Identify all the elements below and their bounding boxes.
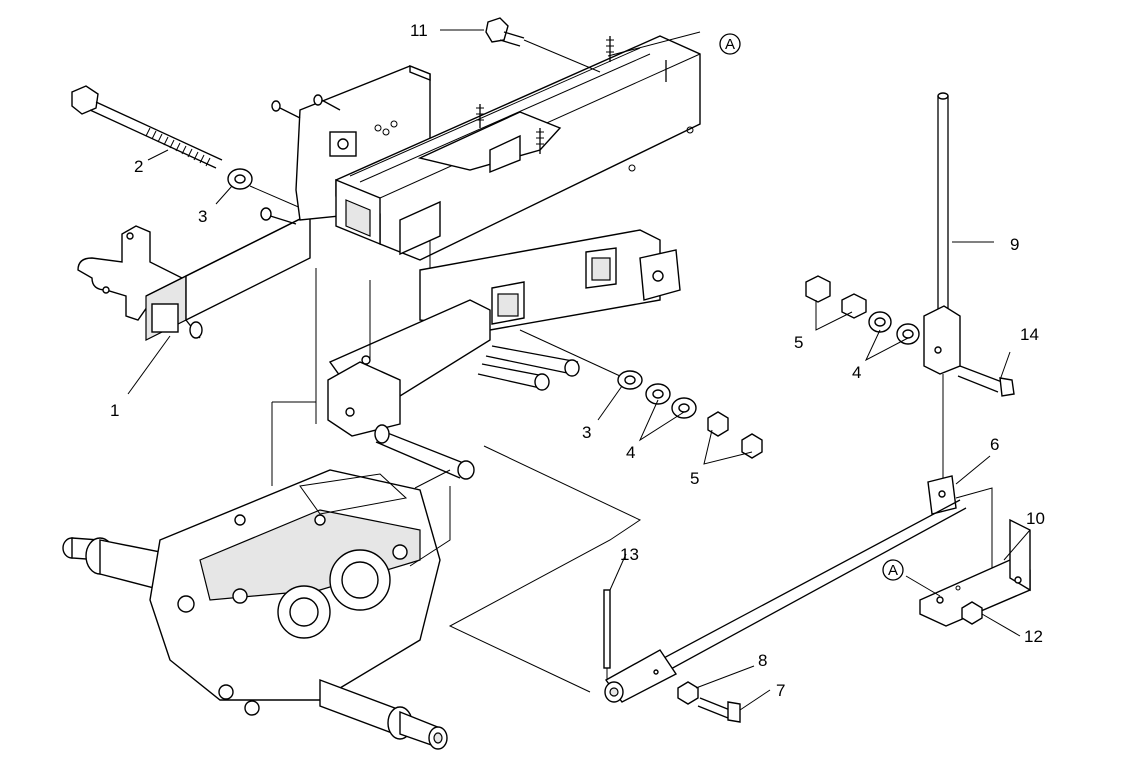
bolt-part-11 (485, 17, 601, 73)
assembly-guide-lines (271, 268, 642, 693)
callout-2: 2 (134, 157, 143, 176)
callout-5-center: 5 (690, 469, 699, 488)
bolt-part-2 (71, 85, 223, 169)
callout-5-right: 5 (794, 333, 803, 352)
washer-part-3-upper (227, 168, 311, 213)
callout-12: 12 (1024, 627, 1043, 646)
callout-3-lower: 3 (582, 423, 591, 442)
callout-9: 9 (1010, 235, 1019, 254)
reference-marker-a-top-text: A (725, 36, 735, 53)
control-rod-assembly (603, 92, 1015, 723)
callout-6: 6 (990, 435, 999, 454)
callout-10: 10 (1026, 509, 1045, 528)
callout-14: 14 (1020, 325, 1039, 344)
reference-marker-a-bottom: A (882, 559, 904, 581)
callout-4-center: 4 (626, 443, 635, 462)
leader-lines (127, 29, 1031, 711)
callout-7: 7 (776, 681, 785, 700)
washer-nut-group-center (519, 329, 763, 459)
reference-marker-a-top: A (719, 33, 741, 55)
callout-3-upper: 3 (198, 207, 207, 226)
callout-4-right: 4 (852, 363, 861, 382)
reference-marker-a-bottom-text: A (888, 562, 898, 579)
callout-13: 13 (620, 545, 639, 564)
callout-11: 11 (410, 21, 428, 40)
frame-bracket-part-1 (77, 212, 311, 341)
callout-1: 1 (110, 401, 119, 420)
callout-8: 8 (758, 651, 767, 670)
main-frame-assembly (260, 35, 701, 480)
bracket-part-10 (919, 518, 1031, 627)
callout-labels: 1 2 3 3 4 4 5 5 6 7 8 9 10 11 12 13 14 (110, 21, 1045, 700)
transaxle-gearbox (62, 469, 448, 750)
